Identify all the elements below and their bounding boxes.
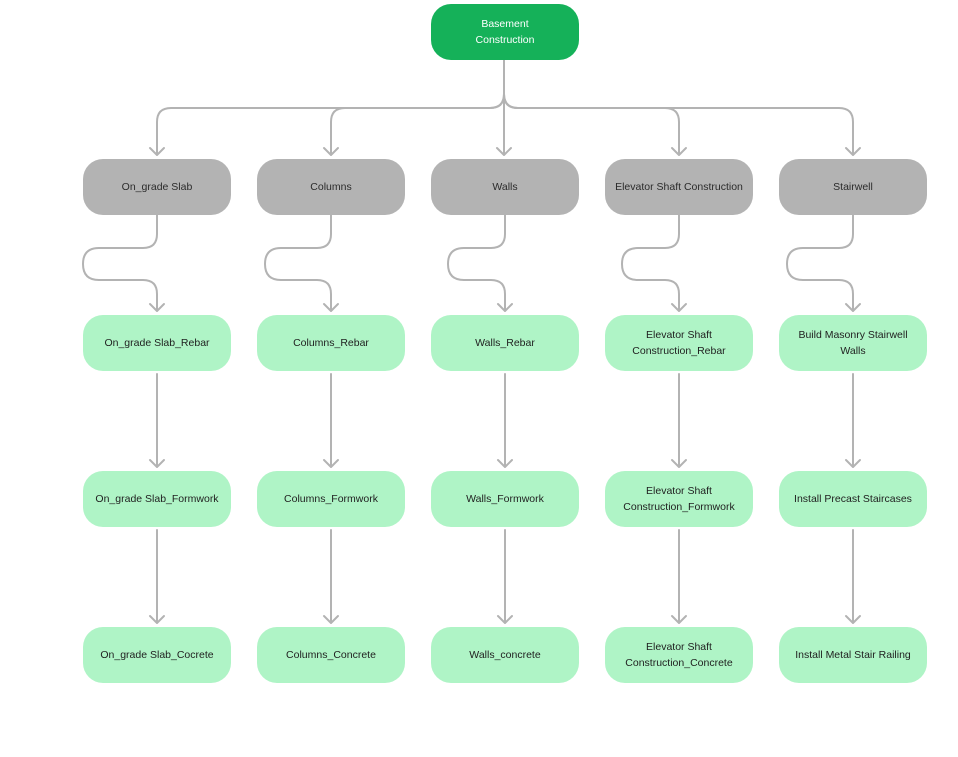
branch-node-on-grade-slab: On_grade Slab <box>83 159 231 215</box>
arrowhead <box>845 147 861 156</box>
connector-branch-5-to-task-1 <box>786 214 854 311</box>
arrowhead <box>671 615 687 624</box>
task-node-walls-rebar: Walls_Rebar <box>431 315 579 371</box>
root-node: Basement Construction <box>431 4 579 60</box>
task-node-elevator-shaft-concrete: Elevator Shaft Construction_Concrete <box>605 627 753 683</box>
arrowhead <box>323 303 339 312</box>
task-node-masonry-stairwell-walls: Build Masonry Stairwell Walls <box>779 315 927 371</box>
task-node-on-grade-slab-concrete: On_grade Slab_Cocrete <box>83 627 231 683</box>
arrowhead <box>845 303 861 312</box>
branch-node-walls: Walls <box>431 159 579 215</box>
task-node-columns-rebar: Columns_Rebar <box>257 315 405 371</box>
connector-branch-1-to-task-1 <box>82 214 158 311</box>
task-node-walls-formwork: Walls_Formwork <box>431 471 579 527</box>
task-node-on-grade-slab-rebar: On_grade Slab_Rebar <box>83 315 231 371</box>
arrowhead <box>845 615 861 624</box>
task-node-columns-concrete: Columns_Concrete <box>257 627 405 683</box>
branch-node-stairwell: Stairwell <box>779 159 927 215</box>
arrowhead <box>671 459 687 468</box>
task-node-columns-formwork: Columns_Formwork <box>257 471 405 527</box>
arrowhead <box>496 147 512 156</box>
arrowhead <box>323 459 339 468</box>
task-node-on-grade-slab-formwork: On_grade Slab_Formwork <box>83 471 231 527</box>
connector-branch-4-to-task-1 <box>621 214 680 311</box>
arrowhead <box>149 303 165 312</box>
arrowhead <box>497 615 513 624</box>
arrowhead <box>149 615 165 624</box>
arrowhead <box>671 147 687 156</box>
task-node-metal-stair-railing: Install Metal Stair Railing <box>779 627 927 683</box>
task-node-elevator-shaft-rebar: Elevator Shaft Construction_Rebar <box>605 315 753 371</box>
arrowhead <box>149 147 165 156</box>
connector-root-to-branch-2 <box>330 59 505 155</box>
connector-branch-2-to-task-1 <box>264 214 332 311</box>
connector-branch-3-to-task-1 <box>447 214 506 311</box>
arrowhead <box>323 147 339 156</box>
connector-root-to-branch-5 <box>503 59 854 155</box>
arrowhead <box>497 459 513 468</box>
task-node-walls-concrete: Walls_concrete <box>431 627 579 683</box>
arrowhead <box>845 459 861 468</box>
task-node-elevator-shaft-formwork: Elevator Shaft Construction_Formwork <box>605 471 753 527</box>
branch-node-elevator-shaft: Elevator Shaft Construction <box>605 159 753 215</box>
arrowhead <box>671 303 687 312</box>
arrowhead <box>149 459 165 468</box>
task-node-precast-staircases: Install Precast Staircases <box>779 471 927 527</box>
arrowhead <box>323 615 339 624</box>
arrowhead <box>497 303 513 312</box>
branch-node-columns: Columns <box>257 159 405 215</box>
